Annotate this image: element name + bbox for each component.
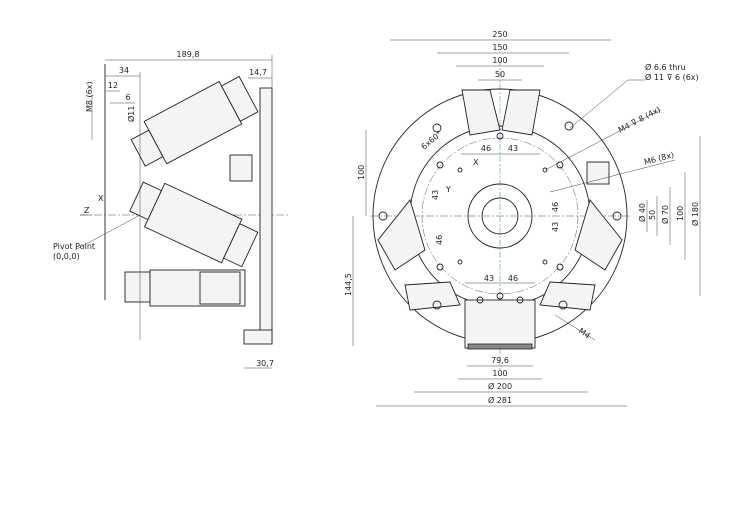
dim-6: 6 bbox=[125, 93, 130, 102]
dim-top-50: 50 bbox=[495, 70, 505, 79]
dim-left-100: 100 bbox=[357, 165, 366, 180]
arm-top-left bbox=[461, 89, 501, 136]
upper-axis-module bbox=[130, 75, 259, 167]
pivot-leader bbox=[74, 214, 141, 251]
center-bore bbox=[481, 197, 519, 235]
dim-top-150: 150 bbox=[492, 43, 507, 52]
connector-box bbox=[464, 299, 536, 349]
m6-note: M6 (8x) bbox=[643, 150, 675, 167]
arm-bottom-right bbox=[539, 281, 596, 311]
dim-inner-43-bottom: 43 bbox=[484, 274, 494, 283]
middle-axis-module bbox=[129, 181, 259, 268]
ground-thread-label: M4 bbox=[577, 326, 592, 340]
axis-y-label: Y bbox=[445, 185, 451, 194]
pivot-label: Pivot Point bbox=[53, 242, 95, 251]
hole-note-thru: Ø 6.6 thru bbox=[645, 62, 686, 72]
dim-inner-46-bottom: 46 bbox=[508, 274, 518, 283]
dim-top-250: 250 bbox=[492, 30, 507, 39]
dim-right-100: 100 bbox=[676, 206, 685, 221]
rating-label bbox=[229, 154, 253, 182]
hole-note-counterbore: Ø 11 ⊽ 6 (6x) bbox=[645, 72, 699, 82]
front-view: 250 150 100 50 Ø 6.6 thru Ø 11 ⊽ 6 (6x) … bbox=[344, 30, 701, 407]
dim-bottom-d200: Ø 200 bbox=[488, 381, 512, 391]
dim-inner-46-right: 46 bbox=[551, 202, 560, 212]
dim-top-100: 100 bbox=[492, 56, 507, 65]
base-foot bbox=[243, 329, 273, 345]
axis-x-label: X bbox=[473, 158, 479, 167]
dim-overall-width: 189,8 bbox=[177, 50, 200, 59]
dim-right-d180: Ø 180 bbox=[690, 202, 700, 226]
dim-inner-46-top: 46 bbox=[481, 144, 491, 153]
axis-x-label: X bbox=[98, 194, 104, 203]
dim-bottom-100: 100 bbox=[492, 369, 507, 378]
m4-note: M4 ⊽ 8 (4x) bbox=[617, 105, 662, 135]
mounting-holes bbox=[378, 121, 622, 310]
base-plate bbox=[259, 87, 273, 344]
dim-inner-46-left: 46 bbox=[435, 235, 444, 245]
dim-flange: 34 bbox=[119, 66, 129, 75]
angle-note: 6x60° bbox=[420, 129, 444, 151]
dim-bore: Ø11 bbox=[126, 106, 136, 122]
dim-12: 12 bbox=[108, 81, 118, 90]
rating-label bbox=[586, 161, 610, 185]
dim-right-d70: Ø 70 bbox=[660, 205, 670, 224]
dim-bottom-79-6: 79,6 bbox=[491, 356, 509, 365]
arm-top-right bbox=[501, 89, 541, 136]
dim-inner-43-top: 43 bbox=[508, 144, 518, 153]
dim-right-d40: Ø 40 bbox=[637, 203, 647, 222]
dim-bottom-d281: Ø 281 bbox=[488, 395, 512, 405]
connector-pins bbox=[467, 343, 533, 350]
dim-inner-43-right: 43 bbox=[551, 222, 560, 232]
arm-bottom-left bbox=[404, 281, 461, 311]
dim-right-50: 50 bbox=[648, 210, 657, 220]
dim-inner-43-left: 43 bbox=[431, 190, 440, 200]
dim-thread: M8 (6x) bbox=[85, 81, 94, 112]
bottom-axis-module bbox=[124, 269, 246, 307]
pivot-coords: (0,0,0) bbox=[53, 252, 80, 261]
dim-left-144-5: 144,5 bbox=[344, 273, 353, 296]
arm-left bbox=[377, 199, 426, 271]
axis-z-label: Z bbox=[84, 206, 90, 215]
dim-bottom: 30,7 bbox=[256, 359, 274, 368]
dim-plate: 14,7 bbox=[249, 68, 267, 77]
side-view: 189,8 34 12 6 Ø11 M8 (6x) 14,7 30,7 X Z … bbox=[53, 50, 290, 369]
arm-right bbox=[574, 199, 623, 271]
